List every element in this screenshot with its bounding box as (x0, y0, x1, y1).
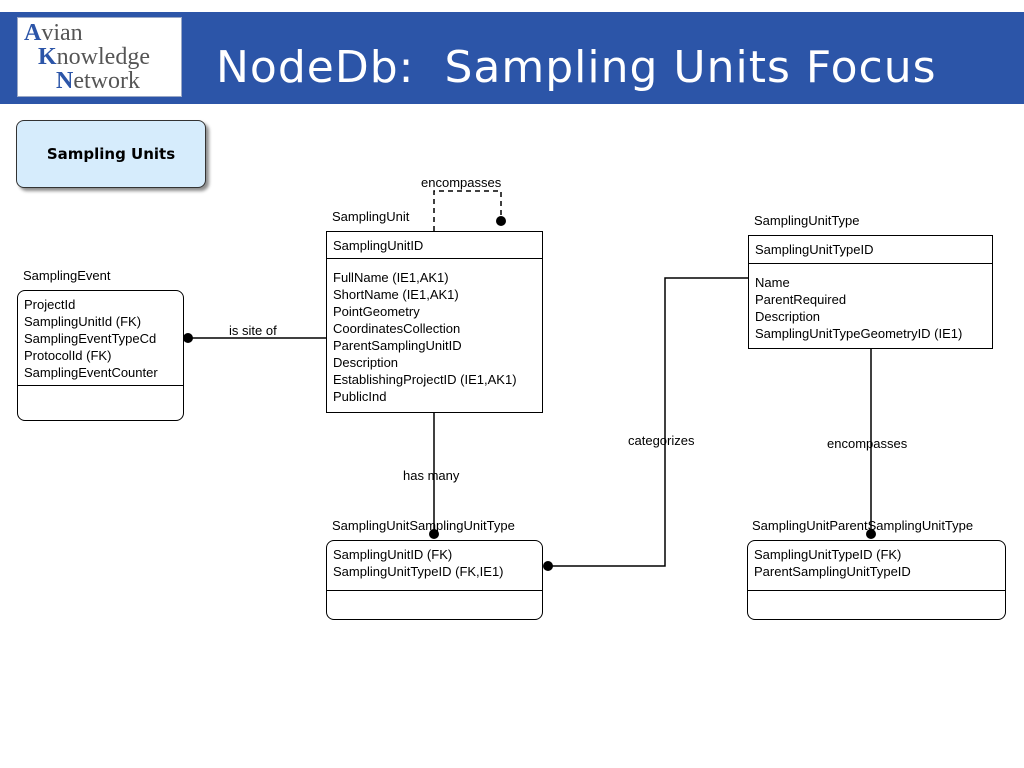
sampling-units-button-label: Sampling Units (46, 145, 176, 163)
categorizes-label: categorizes (628, 433, 695, 448)
entity-attribute: SamplingUnitID (FK) (333, 547, 453, 562)
entity-attribute: SamplingEventTypeCd (24, 331, 157, 346)
entity-attribute: FullName (IE1,AK1) (333, 270, 449, 285)
is-site-of-label: is site of (229, 323, 277, 338)
entity-attribute: ShortName (IE1,AK1) (333, 287, 459, 302)
sampling-unit-type-pk: SamplingUnitTypeID (749, 236, 992, 264)
entity-attribute: PublicInd (333, 389, 387, 404)
sampling-unit-type-attrs: Name ParentRequired Description Sampling… (749, 264, 992, 347)
sampling-event-entity: ProjectId SamplingUnitId (FK) SamplingEv… (17, 290, 184, 421)
entity-attribute: ProtocolId (FK) (24, 348, 112, 363)
sampling-unit-attrs: FullName (IE1,AK1) ShortName (IE1,AK1) P… (327, 259, 542, 410)
encompasses-type-end-dot (866, 529, 876, 539)
su-parent-su-type-attrs: SamplingUnitTypeID (FK) ParentSamplingUn… (748, 541, 1005, 591)
entity-attribute: ParentRequired (755, 292, 847, 307)
avian-knowledge-network-logo: Avian Knowledge Network (17, 17, 182, 97)
sampling-unit-entity: SamplingUnitID FullName (IE1,AK1) ShortN… (326, 231, 543, 413)
entity-attribute: Name (755, 275, 790, 290)
entity-attribute: SamplingEventCounter (24, 365, 158, 380)
logo-word-1: vian (41, 20, 83, 46)
entity-attribute: SamplingUnitId (FK) (24, 314, 142, 329)
encompasses-type-label: encompasses (827, 436, 908, 451)
logo-word-3: etwork (73, 68, 140, 94)
categorizes-line (548, 277, 749, 567)
entity-attribute: ProjectId (24, 297, 76, 312)
entity-attribute: Description (755, 309, 821, 324)
su-parent-su-type-entity: SamplingUnitTypeID (FK) ParentSamplingUn… (747, 540, 1006, 620)
sampling-unit-title: SamplingUnit (332, 209, 410, 224)
sampling-unit-type-title: SamplingUnitType (754, 213, 860, 228)
entity-attribute: SamplingUnitTypeID (FK) (754, 547, 902, 562)
sampling-unit-type-entity: SamplingUnitTypeID Name ParentRequired D… (748, 235, 993, 349)
has-many-label: has many (403, 468, 460, 483)
logo-word-2: nowledge (56, 44, 150, 70)
sampling-units-button[interactable]: Sampling Units (16, 120, 206, 188)
logo-line-1: Avian (24, 20, 83, 46)
encompasses-self-end-dot (496, 216, 506, 226)
su-parent-su-type-title: SamplingUnitParentSamplingUnitType (752, 518, 974, 533)
entity-attribute: CoordinatesCollection (333, 321, 461, 336)
entity-attribute: SamplingUnitTypeGeometryID (IE1) (755, 326, 963, 341)
sampling-event-attrs: ProjectId SamplingUnitId (FK) SamplingEv… (18, 291, 183, 386)
su-su-type-entity: SamplingUnitID (FK) SamplingUnitTypeID (… (326, 540, 543, 620)
entity-attribute: EstablishingProjectID (IE1,AK1) (333, 372, 517, 387)
su-su-type-attrs: SamplingUnitID (FK) SamplingUnitTypeID (… (327, 541, 542, 591)
page-title: NodeDb: Sampling Units Focus (216, 42, 937, 93)
su-su-type-title: SamplingUnitSamplingUnitType (332, 518, 515, 533)
entity-attribute: ParentSamplingUnitTypeID (754, 564, 911, 579)
sampling-event-title: SamplingEvent (23, 268, 111, 283)
logo-line-3: Network (56, 68, 140, 94)
categorizes-end-dot (543, 561, 553, 571)
entity-attribute: SamplingUnitTypeID (FK,IE1) (333, 564, 504, 579)
sampling-unit-pk: SamplingUnitID (327, 232, 542, 259)
entity-attribute: Description (333, 355, 399, 370)
encompasses-self-label: encompasses (421, 175, 502, 190)
has-many-end-dot (429, 529, 439, 539)
is-site-of-end-dot (183, 333, 193, 343)
encompasses-self-line (433, 190, 502, 231)
entity-attribute: PointGeometry (333, 304, 420, 319)
entity-attribute: ParentSamplingUnitID (333, 338, 462, 353)
logo-line-2: Knowledge (38, 44, 150, 70)
